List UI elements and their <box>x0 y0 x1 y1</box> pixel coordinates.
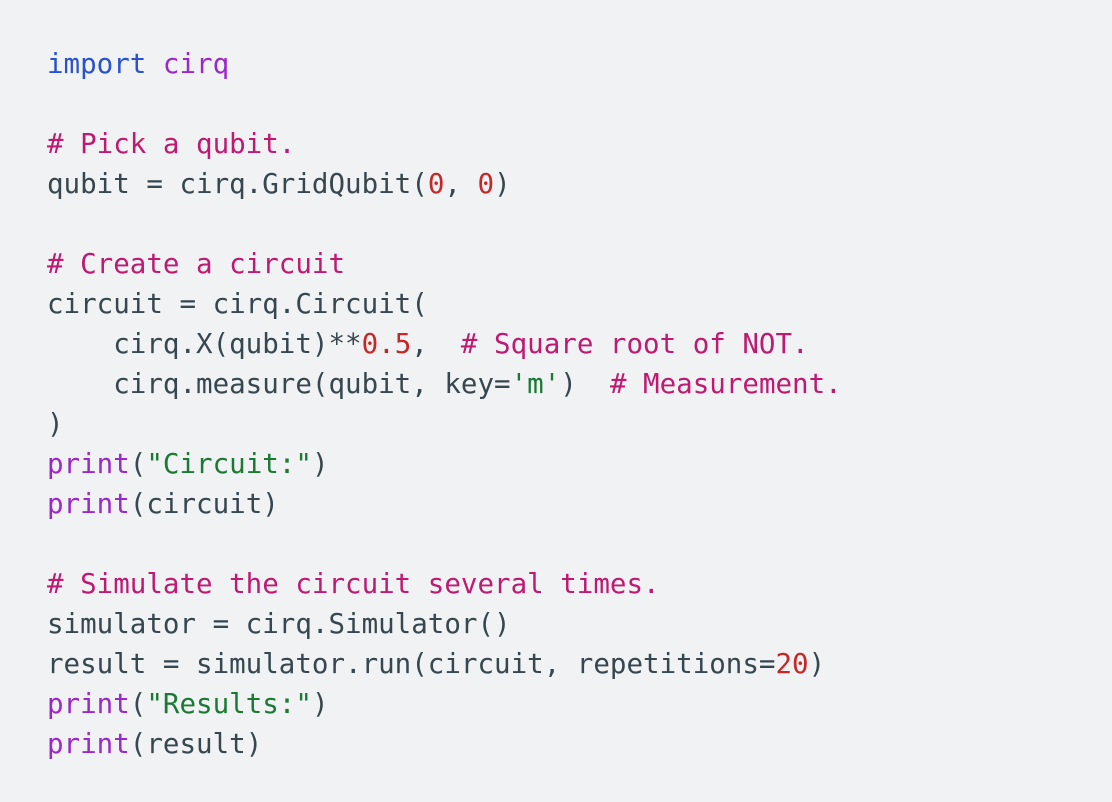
code-token-number: 0 <box>427 168 445 200</box>
code-token-plain: ) <box>808 648 826 680</box>
code-token-string: "Circuit:" <box>146 448 312 480</box>
code-line: import cirq <box>47 44 1087 84</box>
code-token-plain <box>146 48 163 80</box>
code-line: qubit = cirq.GridQubit(0, 0) <box>47 164 1087 204</box>
code-token-plain: ) <box>560 368 610 400</box>
code-token-string: 'm' <box>510 368 561 400</box>
code-token-number: 20 <box>775 648 809 680</box>
code-token-number: 0.5 <box>361 328 412 360</box>
code-line: simulator = cirq.Simulator() <box>47 604 1087 644</box>
code-token-comment: # Simulate the circuit several times. <box>47 568 660 600</box>
code-token-comment: # Measurement. <box>609 368 842 400</box>
code-line: cirq.X(qubit)**0.5, # Square root of NOT… <box>47 324 1087 364</box>
code-token-plain: circuit = cirq.Circuit( <box>47 288 428 320</box>
code-token-comment: # Pick a qubit. <box>47 128 296 160</box>
code-token-plain: (result) <box>129 728 263 760</box>
code-token-plain: ) <box>311 688 329 720</box>
code-token-plain: (circuit) <box>129 488 279 520</box>
code-token-comment: # Square root of NOT. <box>460 328 809 360</box>
code-line: ​ <box>47 204 1087 244</box>
code-token-comment: # Create a circuit <box>47 248 346 280</box>
code-token-number: 0 <box>477 168 495 200</box>
code-token-plain: ( <box>129 448 147 480</box>
code-line: cirq.measure(qubit, key='m') # Measureme… <box>47 364 1087 404</box>
code-line: print(result) <box>47 724 1087 764</box>
code-token-plain: qubit = cirq.GridQubit( <box>47 168 428 200</box>
code-line: print(circuit) <box>47 484 1087 524</box>
code-line: # Simulate the circuit several times. <box>47 564 1087 604</box>
code-line: result = simulator.run(circuit, repetiti… <box>47 644 1087 684</box>
code-token-plain: ( <box>129 688 147 720</box>
code-line: circuit = cirq.Circuit( <box>47 284 1087 324</box>
code-token-kw: import <box>47 48 147 80</box>
code-token-module: cirq <box>162 48 230 80</box>
code-token-builtin: print <box>47 728 130 760</box>
code-line: print("Circuit:") <box>47 444 1087 484</box>
code-token-plain: , <box>411 328 461 360</box>
code-token-builtin: print <box>47 488 130 520</box>
code-token-builtin: print <box>47 688 130 720</box>
code-token-plain: simulator = cirq.Simulator() <box>47 608 511 640</box>
code-token-plain: ) <box>311 448 329 480</box>
code-token-builtin: print <box>47 448 130 480</box>
code-line: ​ <box>47 84 1087 124</box>
code-token-plain: ) <box>494 168 511 200</box>
code-block[interactable]: import cirq​# Pick a qubit.qubit = cirq.… <box>47 44 1087 764</box>
code-token-plain: , <box>444 168 478 200</box>
code-token-plain: result = simulator.run(circuit, repetiti… <box>47 648 776 680</box>
code-line: print("Results:") <box>47 684 1087 724</box>
code-token-plain: cirq.X(qubit)** <box>47 328 362 360</box>
code-line: ​ <box>47 524 1087 564</box>
code-line: ) <box>47 404 1087 444</box>
code-token-plain: cirq.measure(qubit, key= <box>47 368 511 400</box>
code-line: # Create a circuit <box>47 244 1087 284</box>
code-token-string: "Results:" <box>146 688 312 720</box>
code-line: # Pick a qubit. <box>47 124 1087 164</box>
code-token-plain: ) <box>47 408 64 440</box>
